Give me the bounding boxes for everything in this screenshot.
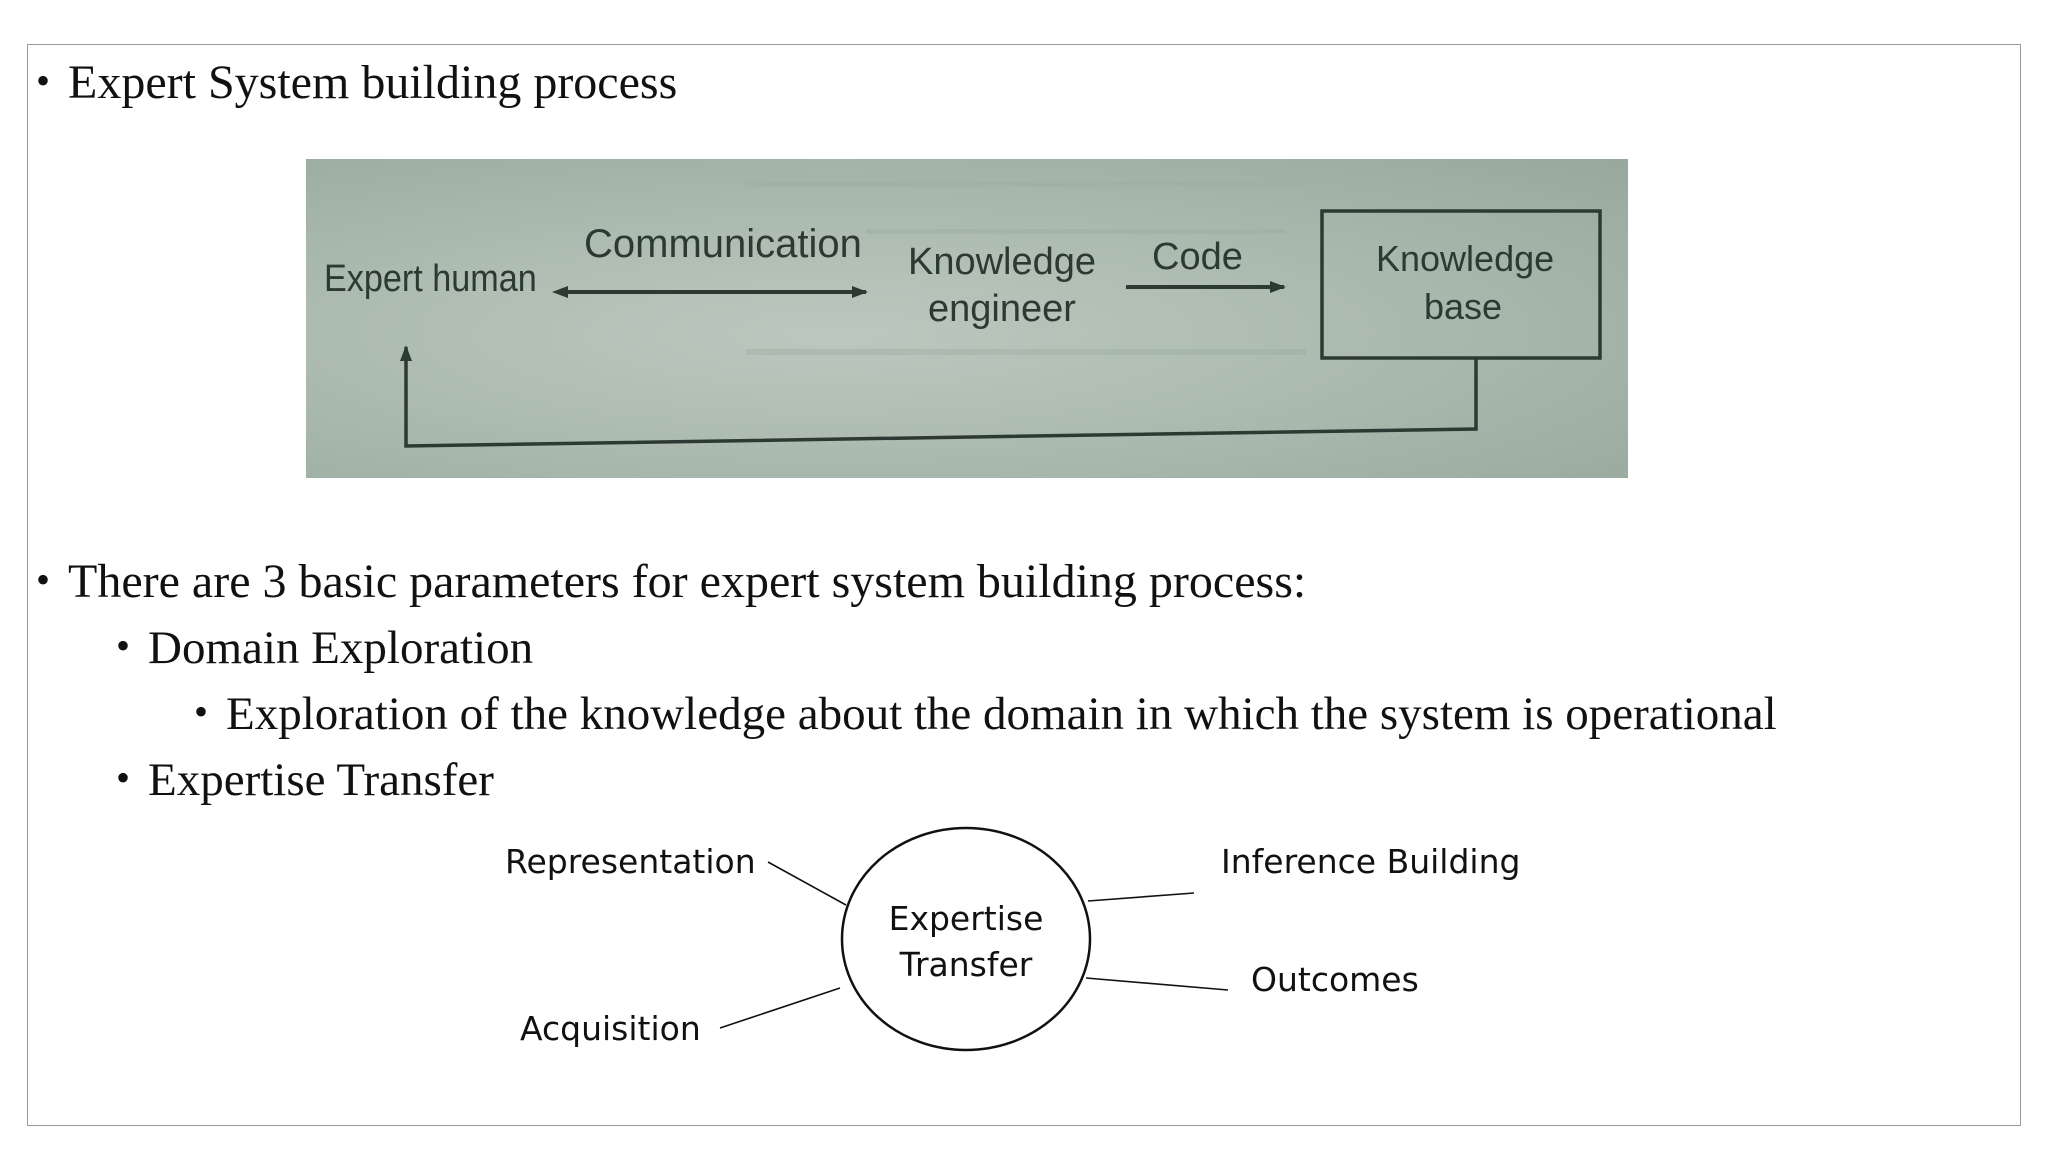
- spoke-inference-building: [1087, 892, 1195, 902]
- node-knowledge-engineer-line2: engineer: [928, 288, 1076, 330]
- knowledge-base-box: [1320, 209, 1602, 360]
- spoke-label-acquisition: Acquisition: [520, 1009, 701, 1048]
- bullet-dot: •: [36, 58, 51, 103]
- show-through-text: [746, 181, 1306, 355]
- spoke-label-outcomes: Outcomes: [1251, 960, 1419, 999]
- bullet-dot: •: [116, 623, 131, 668]
- spoke-representation: [767, 861, 847, 906]
- spoke-outcomes: [1085, 977, 1229, 991]
- node-expert-human: Expert human: [324, 256, 537, 299]
- bullet-dot: •: [116, 755, 131, 800]
- bullet-text: There are 3 basic parameters for expert …: [68, 555, 1307, 608]
- edge-label-communication: Communication: [584, 222, 862, 266]
- spoke-label-inference-building: Inference Building: [1221, 842, 1520, 881]
- bullet-text: Domain Exploration: [148, 622, 534, 674]
- node-knowledge-base-line1: Knowledge: [1376, 238, 1554, 279]
- bullet-three-parameters: • There are 3 basic parameters for expert…: [36, 550, 1306, 612]
- bullet-expertise-transfer: • Expertise Transfer: [116, 748, 494, 810]
- node-knowledge-base-line2: base: [1424, 286, 1502, 327]
- bullet-expert-system-building: • Expert System building process: [36, 51, 677, 113]
- expertise-transfer-diagram: Expertise Transfer Representation Infere…: [505, 826, 1520, 1052]
- process-diagram-photo: Expert human Communication Knowledge eng…: [306, 159, 1628, 478]
- bullet-text: Exploration of the knowledge about the d…: [226, 688, 1777, 740]
- bullet-domain-exploration: • Domain Exploration: [116, 616, 533, 678]
- bullet-dot: •: [36, 557, 51, 602]
- bullet-text: Expertise Transfer: [148, 754, 494, 806]
- edge-label-code: Code: [1152, 236, 1243, 278]
- center-label-line2: Transfer: [899, 945, 1033, 984]
- process-diagram: Expert human Communication Knowledge eng…: [324, 181, 1602, 448]
- bullet-text: Expert System building process: [68, 56, 678, 109]
- bullet-dot: •: [194, 689, 209, 734]
- feedback-loop-arrow: [400, 345, 1478, 448]
- center-label-line1: Expertise: [889, 899, 1044, 938]
- node-knowledge-engineer-line1: Knowledge: [908, 241, 1096, 283]
- bullet-domain-exploration-detail: • Exploration of the knowledge about the …: [194, 682, 1777, 744]
- expertise-transfer-circle: [840, 826, 1092, 1052]
- slide: • Expert System building process Expert h…: [27, 44, 2021, 1126]
- spoke-acquisition: [719, 987, 841, 1029]
- spoke-label-representation: Representation: [505, 842, 756, 881]
